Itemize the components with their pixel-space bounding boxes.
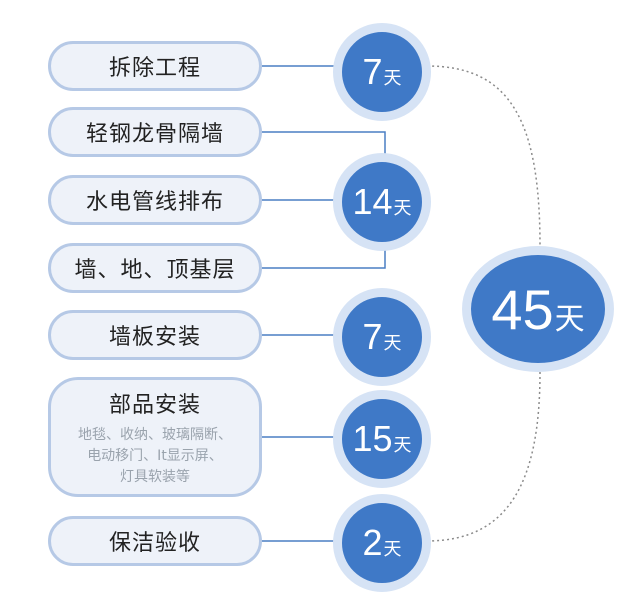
- task-detail-line: 灯具软装等: [120, 468, 190, 485]
- duration-value: 7: [362, 316, 383, 357]
- task-detail-line: 地毯、收纳、玻璃隔断、: [78, 426, 232, 443]
- duration-unit: 天: [393, 435, 412, 456]
- task-pill-base-layers: 墙、地、顶基层: [48, 243, 262, 293]
- dotted-arc-bottom: [426, 371, 541, 542]
- task-pill-demolition: 拆除工程: [48, 41, 262, 91]
- duration-unit: 天: [383, 539, 402, 560]
- total-duration-unit: 天: [554, 302, 585, 337]
- duration-value: 14: [352, 181, 393, 222]
- total-duration-value: 45: [491, 277, 554, 341]
- duration-unit: 天: [393, 198, 412, 219]
- task-label: 墙板安装: [108, 325, 201, 350]
- connector-line: [262, 244, 386, 269]
- dotted-arc-top: [426, 65, 541, 247]
- task-label: 保洁验收: [108, 531, 201, 556]
- task-label: 轻钢龙骨隔墙: [85, 122, 224, 147]
- duration-value: 2: [362, 522, 383, 563]
- task-label: 部品安装: [108, 392, 201, 418]
- task-pill-light-steel-partition: 轻钢龙骨隔墙: [48, 107, 262, 157]
- connector-line: [262, 131, 386, 158]
- task-label: 墙、地、顶基层: [74, 258, 236, 283]
- task-label: 拆除工程: [108, 56, 201, 81]
- task-pill-cleaning-acceptance: 保洁验收: [48, 516, 262, 566]
- task-detail-line: 电动移门、It显示屏、: [87, 447, 223, 464]
- task-pill-component-install: 部品安装 地毯、收纳、玻璃隔断、 电动移门、It显示屏、 灯具软装等: [48, 377, 262, 497]
- duration-unit: 天: [383, 68, 402, 89]
- duration-value: 15: [352, 418, 393, 459]
- task-label: 水电管线排布: [85, 190, 224, 215]
- duration-value: 7: [362, 51, 383, 92]
- duration-unit: 天: [383, 333, 402, 354]
- task-pill-wall-panels: 墙板安装: [48, 310, 262, 360]
- task-pill-plumbing-electrical: 水电管线排布: [48, 175, 262, 225]
